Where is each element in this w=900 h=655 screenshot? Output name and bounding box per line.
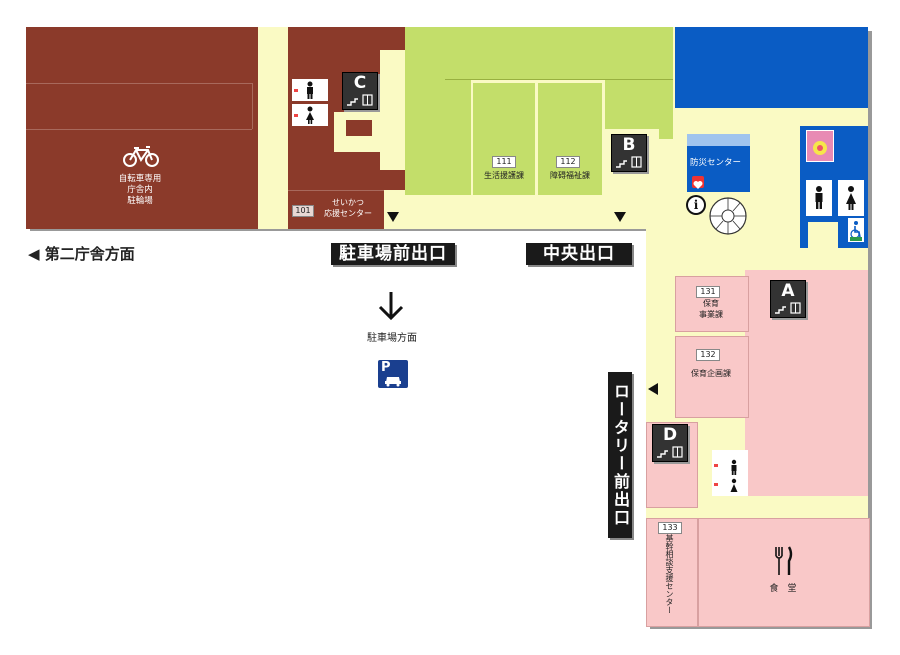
bike-parking-label: 自転車専用 庁舎内 駐輪場 [118, 174, 162, 206]
room-111-label: 生活援護課 [484, 171, 524, 180]
parking-exit-label[interactable]: 駐車場前出口 [331, 243, 455, 265]
restroom-men-east[interactable] [806, 180, 832, 216]
restroom-women-c[interactable] [292, 104, 328, 126]
blue-block-north [675, 27, 868, 108]
parking-icon[interactable]: P [378, 360, 408, 388]
room-132-label: 保育企画課 [691, 369, 731, 378]
aed-icon [692, 176, 704, 189]
room-133-label: 基幹相談支援センター [665, 534, 674, 614]
restroom-icon [294, 81, 313, 99]
pink-block-east [745, 270, 868, 496]
shokudo-room[interactable] [698, 518, 870, 627]
elevator-icon [657, 446, 683, 458]
bike-parking-room[interactable] [26, 27, 258, 229]
restroom-icon [815, 186, 823, 209]
second-building-direction[interactable]: ◀ 第二庁舎方面 [28, 245, 135, 263]
dining-icon [775, 546, 793, 575]
restroom-icon [846, 186, 856, 210]
restroom-icon [294, 106, 314, 124]
restroom-men-c[interactable] [292, 79, 328, 101]
room-112[interactable] [538, 83, 602, 195]
bosai-center-label: 防災センター [690, 158, 742, 168]
restroom-d[interactable] [712, 450, 748, 496]
entrance-marker [387, 212, 399, 222]
room-133[interactable] [646, 518, 698, 627]
spiral-stairs-icon [709, 197, 747, 235]
green-block-west [405, 27, 445, 195]
bicycle-icon [123, 146, 159, 167]
room-131-label: 保育 事業課 [699, 299, 723, 319]
elevator-a[interactable]: A [770, 280, 806, 318]
wheelchair-icon [848, 218, 864, 242]
elevator-c[interactable]: C [342, 72, 378, 110]
room-111[interactable] [473, 83, 535, 195]
restroom-icon [714, 459, 738, 492]
room-101-label: せいかつ 応援センター [324, 198, 372, 218]
rotary-exit-label[interactable]: ロータリー前出口 [608, 372, 632, 538]
shokudo-label: 食 堂 [769, 584, 797, 594]
down-arrow-icon [378, 292, 404, 321]
entrance-marker [614, 212, 626, 222]
restroom-women-east[interactable] [838, 180, 864, 216]
elevator-icon [347, 94, 373, 106]
parking-direction-label: 駐車場方面 [367, 333, 417, 344]
central-exit-label[interactable]: 中央出口 [526, 243, 632, 265]
elevator-icon [616, 156, 642, 168]
room-131[interactable] [675, 276, 749, 332]
kids-room-sign [806, 130, 834, 162]
information-icon[interactable]: i [686, 195, 706, 215]
green-block-north [445, 27, 673, 79]
entrance-marker [648, 383, 658, 395]
elevator-d[interactable]: D [652, 424, 688, 462]
elevator-icon [775, 302, 801, 314]
elevator-b[interactable]: B [611, 134, 647, 172]
room-112-label: 障碍福祉課 [550, 171, 590, 180]
